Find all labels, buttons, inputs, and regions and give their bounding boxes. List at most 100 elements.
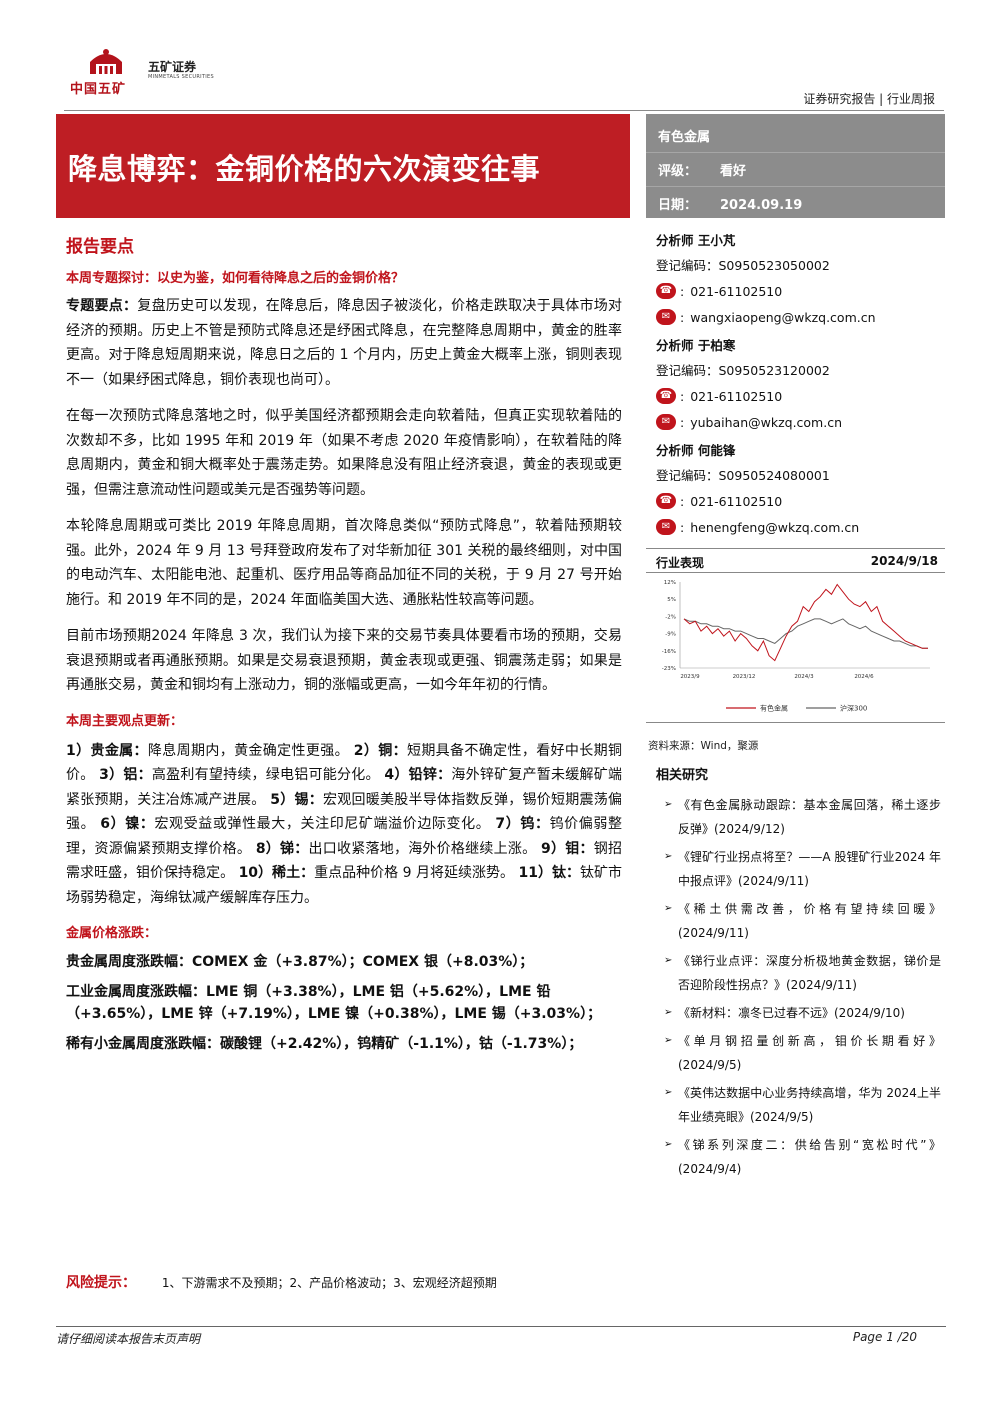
view-item-text: 重点品种价格 9 月将延续涨势。 [314, 865, 519, 881]
view-item: 1）贵金属：降息周期内，黄金确定性更强。 [66, 743, 354, 759]
view-item: 9）钼：钢招需求旺盛，钼价保持稳定。 [66, 841, 622, 882]
performance-divider [646, 572, 945, 573]
view-item: 4）铅锌：海外锌矿复产暂未缓解矿端紧张预期，关注冶炼减产进展。 [66, 767, 622, 808]
related-item[interactable]: ➢《新材料：凛冬已过春不远》(2024/9/10) [656, 1001, 941, 1025]
analyst-phone: 021-61102510 [690, 494, 783, 509]
analyst-reg: 登记编码：S0950523120002 [656, 363, 830, 378]
view-item-key: 3）铝： [99, 767, 152, 783]
sector-label: 有色金属 [658, 130, 711, 145]
related-item-text: 《英伟达数据中心业务持续高增，华为 2024上半年业绩亮眼》(2024/9/5) [678, 1086, 941, 1124]
related-title: 相关研究 [656, 768, 709, 783]
arrow-right-icon: ➢ [664, 799, 673, 810]
arrow-right-icon: ➢ [664, 1087, 673, 1098]
arrow-right-icon: ➢ [664, 955, 673, 966]
analyst-phone: 021-61102510 [690, 284, 783, 299]
analyst-email[interactable]: henengfeng@wkzq.com.cn [690, 520, 860, 535]
view-item: 11）钛：钛矿市场弱势稳定，海绵钛减产缓解库存压力。 [66, 865, 622, 906]
risk-label: 风险提示： [66, 1275, 136, 1291]
price-line-minor: 稀有小金属周度涨跌幅：碳酸锂（+2.42%），钨精矿（-1.1%），钴（-1.7… [66, 1036, 583, 1052]
analyst-email[interactable]: wangxiaopeng@wkzq.com.cn [690, 310, 876, 325]
view-item-key: 8）锑： [255, 840, 309, 857]
analyst-phone-row: ☎:021-61102510 [656, 283, 948, 309]
view-item-text: 钨价偏弱整理，资源偏紧预期支撑价格。 [66, 816, 622, 857]
report-type: 证券研究报告 | 行业周报 [803, 92, 935, 106]
related-item[interactable]: ➢ 《有色金属脉动跟踪：基本金属回落，稀土逐步反弹》(2024/9/12) [656, 793, 941, 841]
analyst-panel: 分析师 王小芃 登记编码：S0950523050002 ☎:021-611025… [656, 230, 948, 545]
company-logo: 中国五矿 五矿证券 MINMETALS SECURITIES [66, 44, 216, 100]
view-item: 3）铝：高盈利有望持续，绿电铝可能分化。 [99, 767, 384, 783]
views-title: 本周主要观点更新： [66, 713, 184, 729]
logo-brand: 五矿证券 [148, 60, 197, 74]
date-row: 日期： 2024.09.19 [658, 194, 802, 213]
view-item-key: 6）镍： [100, 816, 155, 832]
price-line-industrial: 工业金属周度涨跌幅：LME 铜（+3.38%），LME 铝（+5.62%），LM… [66, 984, 602, 1022]
performance-header: 行业表现 2024/9/18 [656, 554, 938, 571]
view-item-text: 出口收紧落地，海外价格继续上涨。 [308, 840, 542, 857]
y-tick-label: -16% [662, 649, 676, 655]
topic-title: 本周专题探讨：以史为鉴，如何看待降息之后的金铜价格？ [66, 271, 405, 286]
risk-text: 1、下游需求不及预期；2、产品价格波动；3、宏观经济超预期 [161, 1276, 497, 1290]
related-item[interactable]: ➢《稀土供需改善，价格有望持续回暖》(2024/9/11) [656, 897, 941, 945]
date-key: 日期： [658, 198, 698, 213]
x-tick-label: 2024/3 [794, 674, 814, 680]
view-item-key: 5）锡： [270, 791, 323, 808]
price-line-precious: 贵金属周度涨跌幅：COMEX 金（+3.87%）；COMEX 银（+8.03%）… [66, 954, 534, 970]
series-line [683, 583, 928, 662]
related-item[interactable]: ➢ 《英伟达数据中心业务持续高增，华为 2024上半年业绩亮眼》(2024/9/5… [656, 1081, 941, 1129]
arrow-right-icon: ➢ [664, 1035, 673, 1046]
legend-label: 有色金属 [760, 704, 788, 713]
performance-date: 2024/9/18 [870, 554, 938, 568]
analyst-email-row: ✉:wangxiaopeng@wkzq.com.cn [656, 309, 948, 335]
email-icon: ✉ [656, 414, 676, 430]
analyst-reg: 登记编码：S0950524080001 [656, 468, 830, 483]
arrow-right-icon: ➢ [664, 1139, 673, 1150]
y-tick-label: 5% [667, 597, 676, 603]
view-item: 2）铜：短期具备不确定性，看好中长期铜价。 [66, 743, 622, 784]
analyst-block: 分析师 于柏寒 登记编码：S0950523120002 ☎:021-611025… [656, 335, 948, 440]
arrow-right-icon: ➢ [664, 851, 673, 862]
header-divider [64, 110, 944, 111]
analyst-email[interactable]: yubaihan@wkzq.com.cn [690, 415, 843, 430]
related-list: ➢ 《有色金属脉动跟踪：基本金属回落，稀土逐步反弹》(2024/9/12) ➢《锂矿… [656, 793, 941, 1181]
related-item[interactable]: ➢《锑行业点评：深度分析极地黄金数据，锑价是否迎阶段性拐点？》(2024/9/1… [656, 949, 941, 997]
info-divider [646, 152, 945, 153]
date-value: 2024.09.19 [720, 198, 803, 213]
rating-info-box: 有色金属 评级： 看好 日期： 2024.09.19 [646, 114, 945, 218]
phone-icon: ☎ [656, 493, 676, 509]
view-item-text: 宏观回暖美股半导体指数反弹，锡价短期震荡偏强。 [66, 791, 622, 833]
rating-key: 评级： [658, 164, 698, 179]
analyst-phone-row: ☎:021-61102510 [656, 493, 948, 519]
view-item-key: 1）贵金属： [66, 742, 148, 759]
view-item: 6）镍：宏观受益或弹性最大，关注印尼矿端溢价边际变化。 [100, 816, 495, 832]
minmetals-logo-icon [90, 49, 122, 74]
view-item-key: 4）铅锌： [384, 767, 452, 783]
related-item-text: 《锑系列深度二：供给告别“宽松时代”》(2024/9/4) [678, 1138, 941, 1176]
related-item[interactable]: ➢ 《单月钢招量创新高，钼价长期看好》(2024/9/5) [656, 1029, 941, 1077]
phone-icon: ☎ [656, 283, 676, 299]
rating-row: 评级： 看好 [658, 160, 746, 179]
phone-icon: ☎ [656, 388, 676, 404]
x-tick-label: 2024/6 [854, 674, 874, 680]
main-content: 报告要点 本周专题探讨：以史为鉴，如何看待降息之后的金铜价格？ 专题要点：复盘历… [66, 232, 622, 1063]
analyst-name: 分析师 何能锋 [656, 443, 736, 458]
view-item-text: 宏观受益或弹性最大，关注印尼矿端溢价边际变化。 [154, 816, 496, 832]
y-tick-label: -23% [662, 666, 676, 672]
rating-value: 看好 [720, 164, 747, 179]
related-item-text: 《单月钢招量创新高，钼价长期看好》(2024/9/5) [678, 1034, 941, 1072]
view-item-text: 短期具备不确定性，看好中长期铜价。 [66, 742, 622, 784]
footer-disclaimer: 请仔细阅读本报告末页声明 [56, 1332, 201, 1346]
related-item[interactable]: ➢《锂矿行业拐点将至？——A 股锂矿行业2024 年中报点评》(2024/9/1… [656, 845, 941, 893]
performance-title: 行业表现 [656, 556, 705, 570]
page-number: Page 1 /20 [852, 1330, 917, 1344]
y-tick-label: 12% [664, 580, 676, 586]
view-item-key: 10）稀土： [238, 865, 315, 881]
y-tick-label: -2% [665, 614, 676, 620]
price-title: 金属价格涨跌： [66, 926, 158, 941]
related-item[interactable]: ➢ 《锑系列深度二：供给告别“宽松时代”》(2024/9/4) [656, 1133, 941, 1181]
view-item-key: 2）铜： [353, 742, 407, 759]
arrow-right-icon: ➢ [664, 1007, 673, 1018]
related-item-text: 《有色金属脉动跟踪：基本金属回落，稀土逐步反弹》(2024/9/12) [678, 798, 941, 836]
email-icon: ✉ [656, 519, 676, 535]
view-item-key: 7）钨： [495, 816, 550, 832]
analyst-email-row: ✉:yubaihan@wkzq.com.cn [656, 414, 948, 440]
